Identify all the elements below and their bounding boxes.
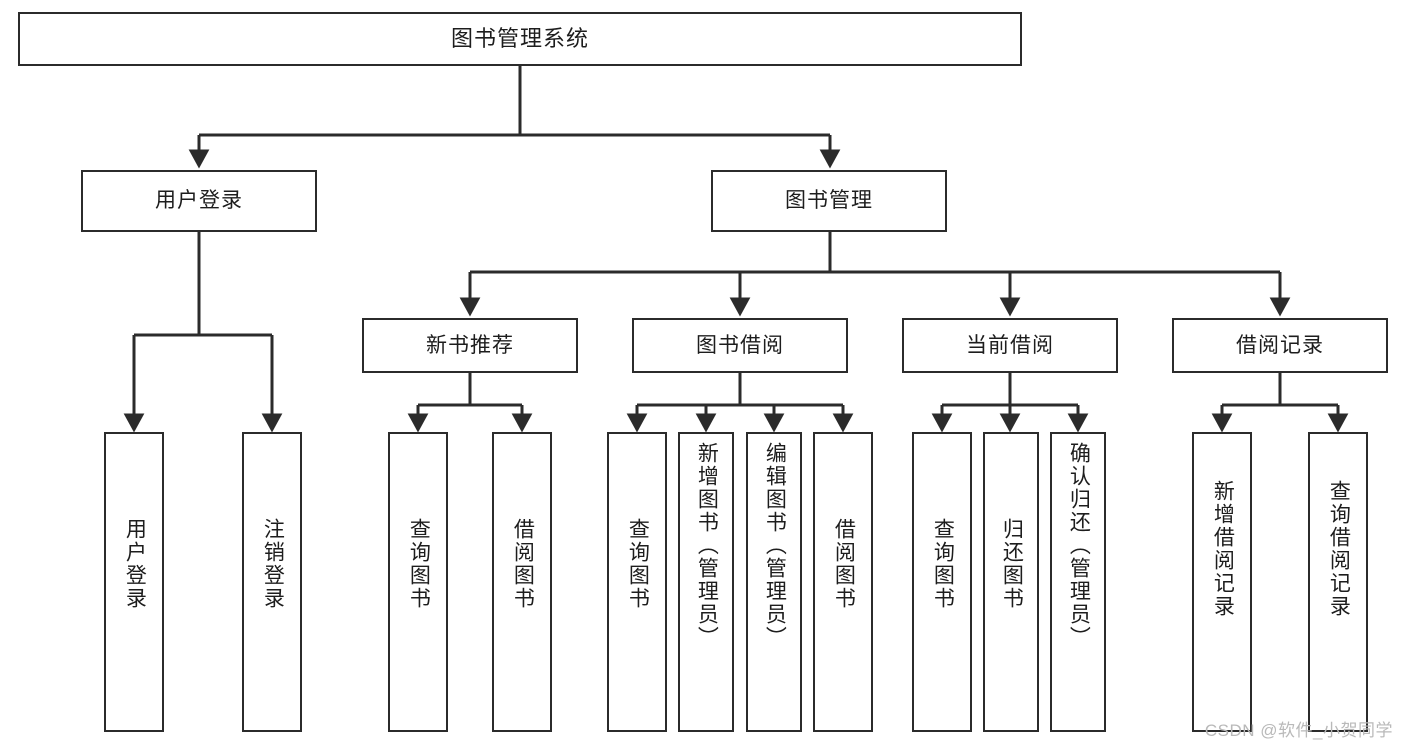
node-leaf-query-book-1[interactable]: 查询图书	[388, 432, 448, 732]
node-new-book-recommend[interactable]: 新书推荐	[362, 318, 578, 373]
node-leaf-return-book[interactable]: 归还图书	[983, 432, 1039, 732]
node-leaf-logout-login[interactable]: 注销登录	[242, 432, 302, 732]
node-leaf-borrow-book-1-label: 借阅图书	[511, 518, 535, 610]
node-leaf-borrow-book-1[interactable]: 借阅图书	[492, 432, 552, 732]
node-root-label: 图书管理系统	[450, 25, 589, 51]
node-leaf-query-record[interactable]: 查询借阅记录	[1308, 432, 1368, 732]
node-leaf-query-book-3[interactable]: 查询图书	[912, 432, 972, 732]
node-current-borrow[interactable]: 当前借阅	[902, 318, 1118, 373]
node-leaf-return-book-label: 归还图书	[1000, 518, 1024, 610]
node-leaf-user-login[interactable]: 用户登录	[104, 432, 164, 732]
node-leaf-confirm-return-label: 确认归还（管理员）	[1067, 442, 1091, 649]
node-leaf-query-record-label: 查询借阅记录	[1327, 480, 1351, 618]
node-leaf-edit-book-label: 编辑图书（管理员）	[763, 442, 787, 649]
node-user-login-label: 用户登录	[155, 189, 243, 213]
node-leaf-add-record-label: 新增借阅记录	[1211, 480, 1235, 618]
node-user-login[interactable]: 用户登录	[81, 170, 317, 232]
node-book-manage[interactable]: 图书管理	[711, 170, 947, 232]
watermark-label: CSDN @软件_小贺同学	[1204, 721, 1393, 740]
node-book-borrow-label: 图书借阅	[696, 333, 784, 357]
node-leaf-query-book-3-label: 查询图书	[931, 518, 955, 610]
node-book-manage-label: 图书管理	[785, 189, 873, 213]
node-leaf-add-book-label: 新增图书（管理员）	[695, 442, 719, 649]
node-leaf-borrow-book-2[interactable]: 借阅图书	[813, 432, 873, 732]
node-leaf-confirm-return[interactable]: 确认归还（管理员）	[1050, 432, 1106, 732]
node-borrow-record-label: 借阅记录	[1236, 333, 1324, 357]
node-borrow-record[interactable]: 借阅记录	[1172, 318, 1388, 373]
node-leaf-query-book-1-label: 查询图书	[407, 518, 431, 610]
node-new-book-recommend-label: 新书推荐	[426, 333, 514, 357]
node-book-borrow[interactable]: 图书借阅	[632, 318, 848, 373]
node-leaf-add-record[interactable]: 新增借阅记录	[1192, 432, 1252, 732]
node-leaf-add-book[interactable]: 新增图书（管理员）	[678, 432, 734, 732]
node-leaf-query-book-2[interactable]: 查询图书	[607, 432, 667, 732]
node-leaf-logout-login-label: 注销登录	[261, 518, 285, 610]
node-root[interactable]: 图书管理系统	[18, 12, 1022, 66]
node-leaf-query-book-2-label: 查询图书	[626, 518, 650, 610]
node-leaf-borrow-book-2-label: 借阅图书	[832, 518, 856, 610]
node-leaf-edit-book[interactable]: 编辑图书（管理员）	[746, 432, 802, 732]
node-current-borrow-label: 当前借阅	[966, 333, 1054, 357]
node-leaf-user-login-label: 用户登录	[123, 518, 147, 610]
